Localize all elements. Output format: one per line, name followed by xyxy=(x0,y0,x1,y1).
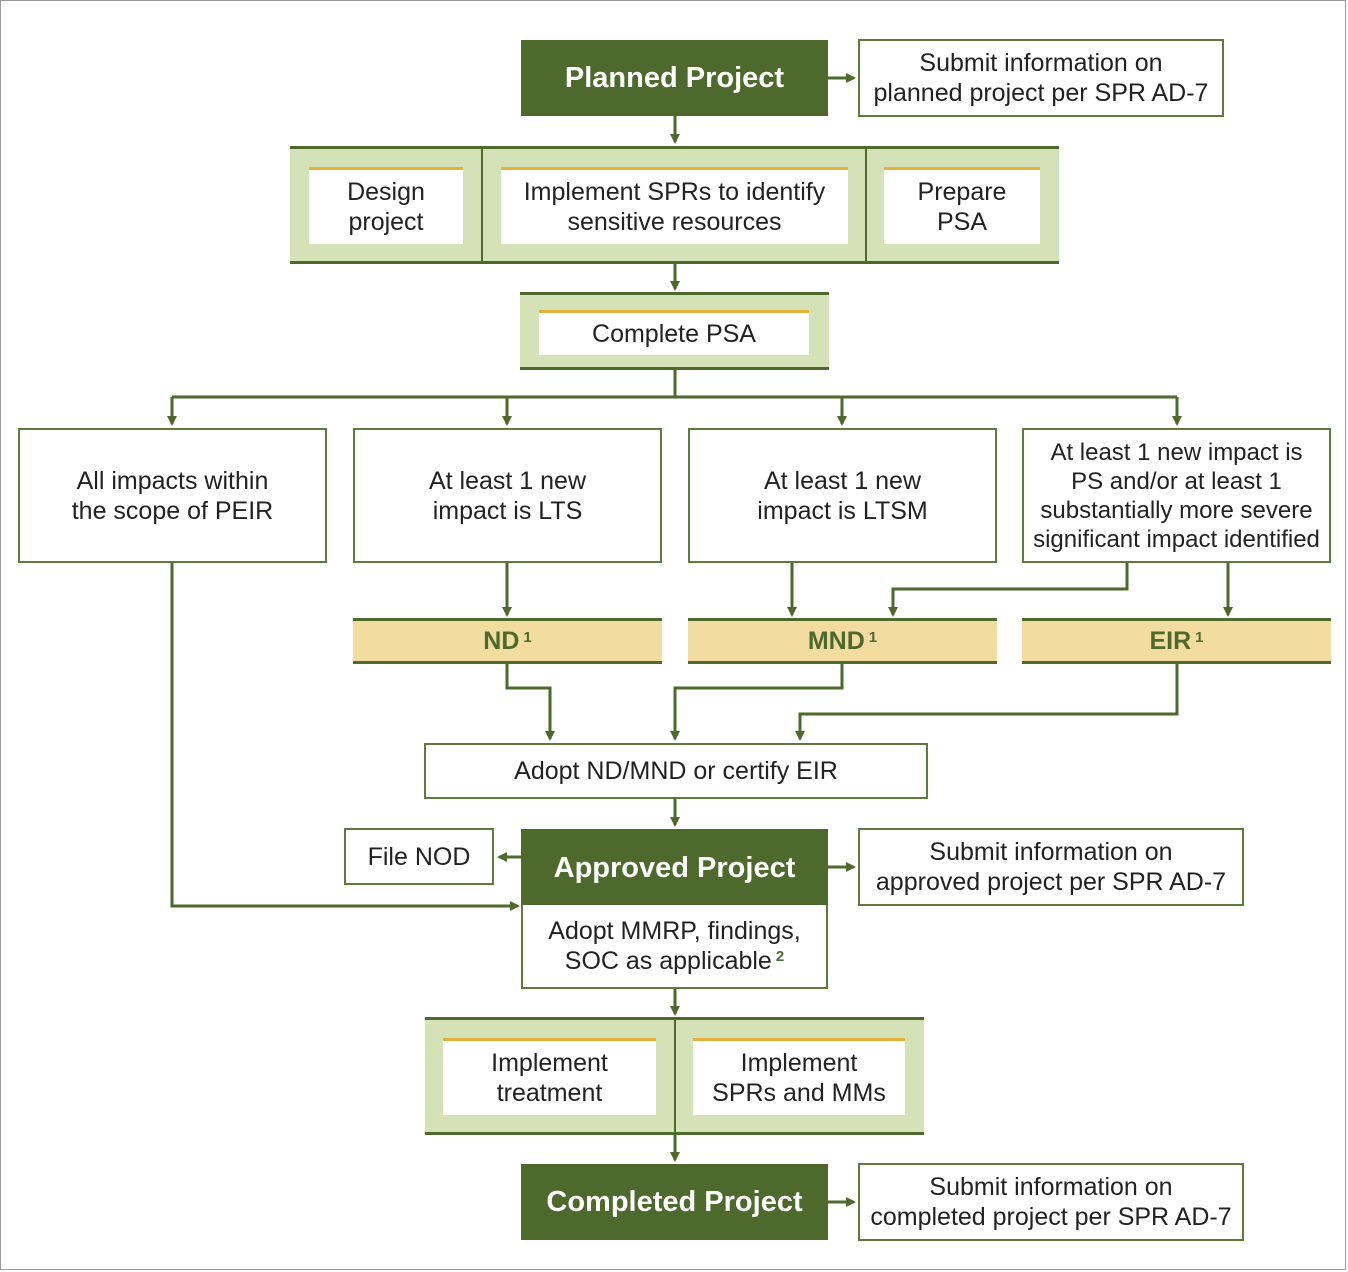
mnd-label: MND xyxy=(807,626,865,655)
eir-footnote-mark: 1 xyxy=(1195,628,1204,646)
implement-sprs-node: Implement SPRs to identify sensitive res… xyxy=(501,167,848,244)
planned-submit-node: Submit information on planned project pe… xyxy=(858,39,1224,117)
nd-label: ND xyxy=(483,626,520,655)
implement-treatment-node: Implement treatment xyxy=(443,1038,656,1115)
approved-project-node: Approved Project xyxy=(521,829,828,906)
complete-psa-band: Complete PSA xyxy=(520,292,829,370)
outcome-lts-node: At least 1 new impact is LTS xyxy=(353,428,662,563)
completed-project-node: Completed Project xyxy=(521,1164,828,1240)
outcome-ps-node: At least 1 new impact is PS and/or at le… xyxy=(1022,428,1331,563)
band-divider xyxy=(674,1020,676,1132)
design-row-band: Design project Implement SPRs to identif… xyxy=(290,146,1059,264)
design-project-node: Design project xyxy=(309,167,463,244)
implement-sprs-mms-node: Implement SPRs and MMs xyxy=(693,1038,905,1115)
complete-psa-node: Complete PSA xyxy=(539,310,809,355)
band-divider xyxy=(481,149,483,261)
band-divider xyxy=(865,149,867,261)
eir-label: EIR xyxy=(1149,626,1192,655)
outcome-peir-node: All impacts within the scope of PEIR xyxy=(18,428,327,563)
adopt-mmrp-footnote-mark: 2 xyxy=(775,948,785,965)
planned-project-title: Planned Project xyxy=(564,62,785,94)
implement-row-band: Implement treatment Implement SPRs and M… xyxy=(425,1017,924,1135)
adopt-mmrp-text: Adopt MMRP, findings, SOC as applicable xyxy=(548,917,801,975)
completed-submit-node: Submit information on completed project … xyxy=(858,1163,1244,1241)
outcome-ltsm-node: At least 1 new impact is LTSM xyxy=(688,428,997,563)
planned-project-node: Planned Project xyxy=(521,40,828,116)
approved-submit-node: Submit information on approved project p… xyxy=(858,828,1244,906)
file-nod-node: File NOD xyxy=(344,828,494,885)
nd-footnote-mark: 1 xyxy=(523,628,532,646)
completed-project-title: Completed Project xyxy=(546,1186,803,1218)
mnd-footnote-mark: 1 xyxy=(868,628,878,646)
approved-project-title: Approved Project xyxy=(553,851,796,884)
prepare-psa-node: Prepare PSA xyxy=(884,167,1040,244)
adopt-nd-mnd-eir-node: Adopt ND/MND or certify EIR xyxy=(424,743,928,799)
